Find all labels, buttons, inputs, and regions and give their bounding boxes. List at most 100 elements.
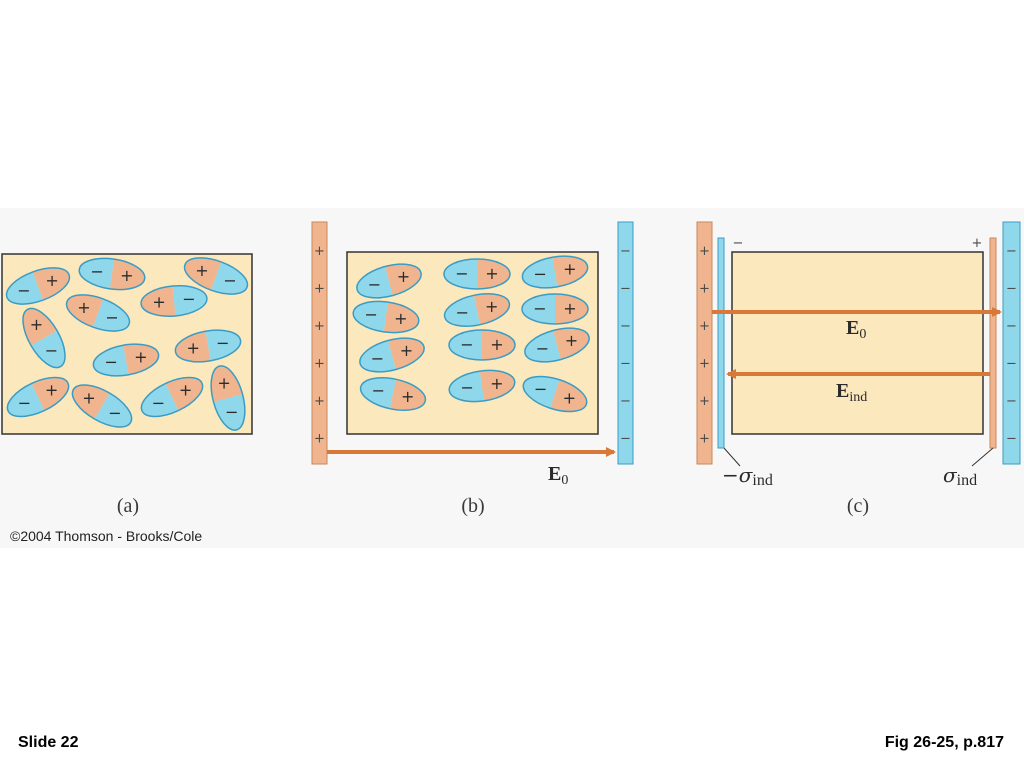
molecule-negative-half	[213, 394, 245, 431]
molecule-plus-sign: +	[120, 266, 133, 285]
panel-a: −+−+−+−+−+−+−+−+−+−+−+−+ (a)	[1, 253, 253, 517]
molecule-outline	[352, 300, 420, 334]
dipole-molecule: −+	[174, 329, 242, 363]
molecule-positive-half	[165, 377, 203, 411]
induced-plus-sign: +	[972, 236, 983, 251]
molecules-a: −+−+−+−+−+−+−+−+−+−+−+−+	[5, 257, 249, 431]
molecule-negative-half	[444, 295, 481, 327]
molecule-positive-half	[72, 385, 110, 419]
induced-negative-layer	[717, 237, 725, 449]
plate-plus-sign: +	[699, 282, 710, 297]
panel-c: ++++++−−−−−− − + E0 Eind −σind σind (c)	[696, 221, 1021, 517]
molecule-plus-sign: +	[490, 335, 503, 354]
molecule-outline	[524, 327, 590, 363]
molecule-negative-half	[94, 393, 132, 427]
dipole-molecule: −+	[359, 337, 425, 373]
molecule-minus-sign: −	[460, 378, 473, 397]
molecule-negative-half	[359, 340, 396, 372]
plate-plus-sign: +	[314, 432, 325, 447]
dielectric-slab-c	[731, 251, 984, 435]
molecule-outline	[210, 365, 246, 431]
plate-plus-sign: +	[314, 244, 325, 259]
plate-charges-c: ++++++−−−−−−	[699, 244, 1017, 447]
molecule-minus-sign: −	[536, 339, 549, 358]
copyright-notice: ©2004 Thomson - Brooks/Cole	[10, 528, 203, 544]
molecule-plus-sign: +	[82, 389, 95, 408]
molecule-plus-sign: +	[187, 339, 200, 358]
sigma-left-leader	[723, 447, 741, 467]
dipole-molecule: −+	[140, 376, 204, 418]
plate-plus-sign: +	[699, 244, 710, 259]
molecule-plus-sign: +	[563, 259, 576, 278]
molecule-minus-sign: −	[225, 402, 238, 421]
plate-minus-sign: −	[620, 357, 631, 372]
molecule-minus-sign: −	[372, 381, 385, 400]
molecule-minus-sign: −	[216, 333, 229, 352]
plate-minus-sign: −	[1006, 432, 1017, 447]
molecule-outline	[92, 343, 160, 377]
molecule-outline	[140, 376, 204, 418]
dipole-molecule: −+	[183, 257, 249, 295]
field-label-e0-b: E0	[548, 463, 568, 488]
molecule-negative-half	[205, 330, 241, 361]
sigma-right-label: σind	[943, 463, 977, 489]
molecule-negative-half	[92, 298, 130, 332]
molecule-negative-half	[31, 330, 65, 368]
plate-plus-sign: +	[314, 394, 325, 409]
plate-minus-sign: −	[620, 432, 631, 447]
molecule-outline	[6, 376, 70, 418]
molecule-outline	[521, 293, 589, 325]
dipole-molecule: −+	[6, 376, 70, 418]
negative-plate-c	[1002, 221, 1021, 465]
molecule-outline	[448, 369, 516, 403]
molecule-negative-half	[449, 330, 482, 360]
molecule-negative-half	[523, 376, 560, 409]
molecule-plus-sign: +	[195, 261, 208, 280]
molecule-positive-half	[552, 256, 588, 287]
molecule-minus-sign: −	[455, 264, 468, 283]
molecule-plus-sign: +	[394, 309, 407, 328]
molecule-minus-sign: −	[223, 271, 236, 290]
molecule-negative-half	[7, 383, 45, 417]
dipole-molecule: −+	[140, 285, 208, 317]
sigma-left-label: −σind	[722, 463, 773, 489]
molecule-positive-half	[477, 259, 510, 289]
molecule-minus-sign: −	[105, 353, 118, 372]
dipole-molecule: −+	[78, 257, 146, 291]
molecule-positive-half	[141, 286, 176, 317]
plate-plus-sign: +	[314, 319, 325, 334]
molecule-plus-sign: +	[134, 347, 147, 366]
molecule-minus-sign: −	[534, 379, 547, 398]
positive-plate-b	[311, 221, 328, 465]
dipole-molecule: −+	[352, 300, 420, 334]
molecule-positive-half	[31, 377, 69, 411]
figure-reference: Fig 26-25, p.817	[884, 734, 1004, 751]
molecule-positive-half	[211, 365, 243, 402]
plate-minus-sign: −	[620, 244, 631, 259]
molecule-plus-sign: +	[45, 271, 58, 290]
dipole-molecule: −+	[92, 343, 160, 377]
molecule-negative-half	[172, 285, 207, 316]
molecule-plus-sign: +	[397, 267, 410, 286]
molecule-outline	[356, 263, 422, 299]
molecule-negative-half	[360, 377, 397, 409]
molecule-minus-sign: −	[533, 299, 546, 318]
field-label-eind-c: Eind	[836, 380, 867, 405]
molecule-plus-sign: +	[45, 381, 58, 400]
molecule-negative-half	[524, 330, 561, 362]
molecule-negative-half	[522, 294, 555, 324]
molecule-outline	[359, 377, 427, 411]
plate-plus-sign: +	[314, 282, 325, 297]
molecule-negative-half	[210, 261, 248, 295]
molecule-negative-half	[356, 266, 393, 298]
molecule-minus-sign: −	[18, 393, 31, 412]
molecule-outline	[174, 329, 242, 363]
molecule-outline	[65, 294, 131, 332]
molecule-outline	[522, 375, 588, 413]
dipole-molecule: −+	[448, 329, 516, 361]
plate-minus-sign: −	[1006, 282, 1017, 297]
negative-plate-b	[617, 221, 634, 465]
molecule-minus-sign: −	[371, 349, 384, 368]
molecule-plus-sign: +	[401, 387, 414, 406]
